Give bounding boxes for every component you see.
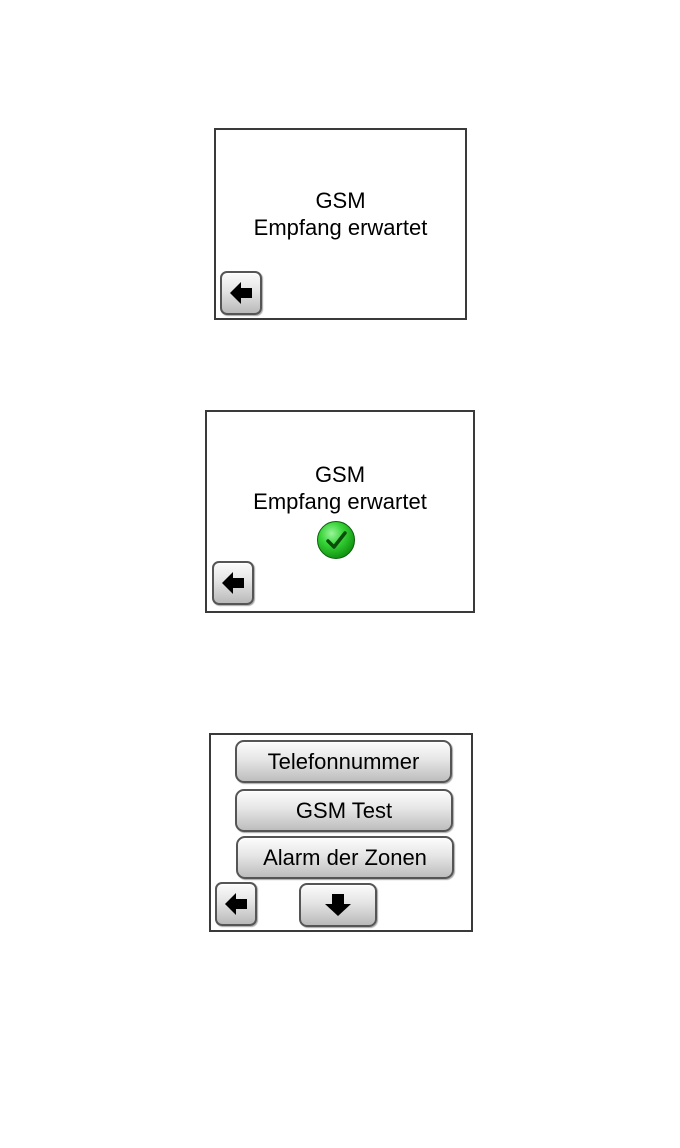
gsm-reception-screen: GSM Empfang erwartet xyxy=(214,128,467,320)
screen-message: Empfang erwartet xyxy=(253,215,428,240)
gsm-test-button[interactable]: GSM Test xyxy=(235,789,453,832)
screen-title: GSM xyxy=(314,462,366,487)
gsm-menu-screen: Telefonnummer GSM Test Alarm der Zonen xyxy=(209,733,473,932)
scroll-down-button[interactable] xyxy=(299,883,377,927)
status-message: GSM Empfang erwartet xyxy=(207,461,473,515)
back-button[interactable] xyxy=(212,561,254,605)
telefonnummer-button[interactable]: Telefonnummer xyxy=(235,740,452,783)
gsm-reception-confirmed-screen: GSM Empfang erwartet xyxy=(205,410,475,613)
status-message: GSM Empfang erwartet xyxy=(216,187,465,241)
arrow-left-icon xyxy=(228,280,254,306)
arrow-left-icon xyxy=(223,891,249,917)
back-button[interactable] xyxy=(220,271,262,315)
back-button[interactable] xyxy=(215,882,257,926)
arrow-down-icon xyxy=(323,892,353,918)
arrow-left-icon xyxy=(220,570,246,596)
alarm-der-zonen-button[interactable]: Alarm der Zonen xyxy=(236,836,454,879)
screen-title: GSM xyxy=(315,188,366,213)
screen-message: Empfang erwartet xyxy=(253,489,427,514)
check-circle-icon xyxy=(317,521,355,559)
